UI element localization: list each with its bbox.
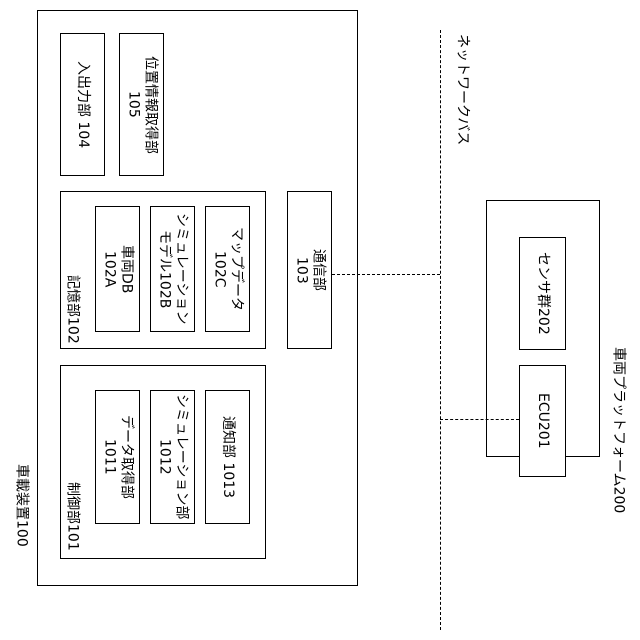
ecu-label: ECU201	[520, 366, 565, 476]
comm-unit-label: 通信部 103	[288, 192, 331, 348]
control-label: 制御部101	[62, 478, 82, 554]
simulation-unit-label: シミュレーション部 1012	[151, 391, 194, 523]
vehicle-platform-label: 車両プラットフォーム200	[607, 345, 629, 515]
location-unit-label: 位置情報取得部 105	[120, 34, 163, 175]
map-data-box: マップデータ 102C	[205, 206, 250, 332]
vehicle-device-label: 車載装置100	[10, 440, 32, 570]
sensor-group-label: センサ群202	[520, 238, 565, 349]
simulation-model-label: シミュレーション モデル102B	[151, 207, 194, 331]
comm-unit-box: 通信部 103	[287, 191, 332, 349]
sensor-group-box: センサ群202	[519, 237, 566, 350]
map-data-label: マップデータ 102C	[206, 207, 249, 331]
notification-unit-box: 通知部 1013	[205, 390, 250, 524]
bus-ecu-connector	[440, 419, 519, 420]
io-unit-box: 入出力部 104	[60, 33, 105, 176]
comm-bus-connector	[332, 274, 440, 275]
data-acquisition-label: データ取得部 1011	[96, 391, 139, 523]
location-unit-box: 位置情報取得部 105	[119, 33, 164, 176]
storage-label: 記憶部102	[62, 272, 82, 346]
network-bus-line	[440, 30, 441, 630]
notification-unit-label: 通知部 1013	[206, 391, 249, 523]
vehicle-db-label: 車両DB 102A	[96, 207, 139, 331]
simulation-model-box: シミュレーション モデル102B	[150, 206, 195, 332]
simulation-unit-box: シミュレーション部 1012	[150, 390, 195, 524]
network-bus-label: ネットワークバス	[452, 35, 472, 145]
ecu-box: ECU201	[519, 365, 566, 477]
vehicle-db-box: 車両DB 102A	[95, 206, 140, 332]
io-unit-label: 入出力部 104	[61, 34, 104, 175]
data-acquisition-box: データ取得部 1011	[95, 390, 140, 524]
